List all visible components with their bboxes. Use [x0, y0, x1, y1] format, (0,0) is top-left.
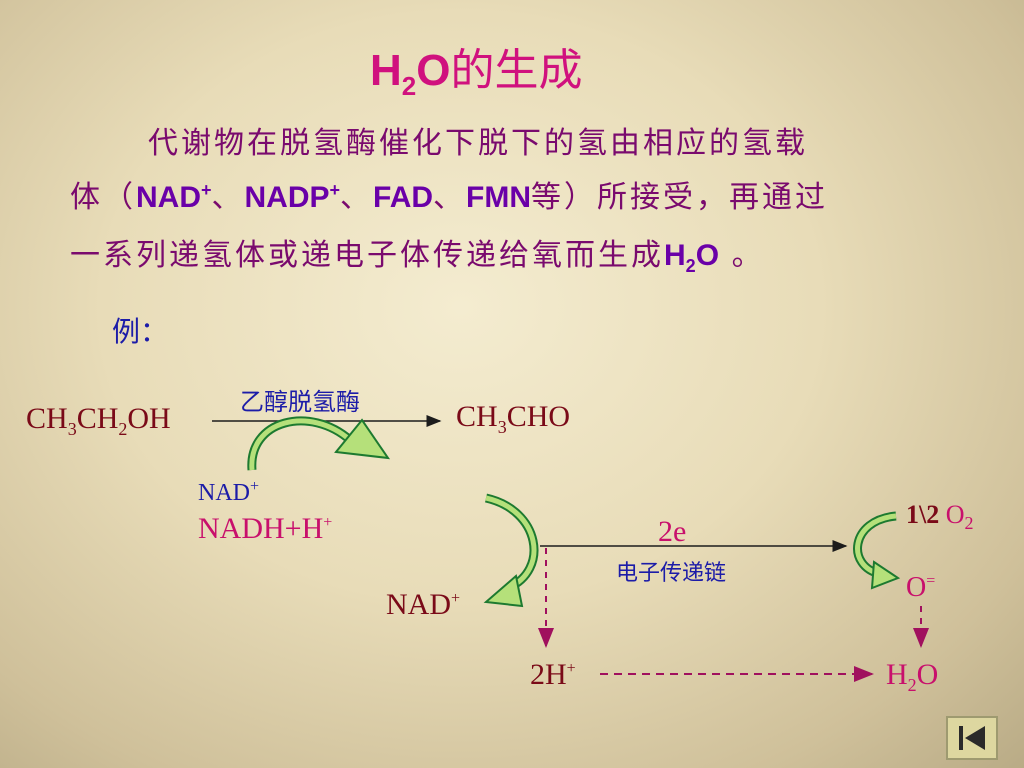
slide-title: H2O的生成: [370, 34, 582, 102]
half-oxygen-label: 1\2 O2: [906, 500, 974, 534]
ethanol-formula: CH3CH2OH: [26, 402, 171, 439]
nad-term: NAD+: [136, 180, 212, 214]
title-formula: H2O: [370, 46, 451, 101]
nadp-term: NADP+: [244, 180, 341, 214]
first-slide-button[interactable]: [946, 716, 998, 760]
first-slide-icon: [959, 726, 985, 750]
water-label: H2O: [886, 658, 939, 695]
acetaldehyde-formula: CH3CHO: [456, 400, 571, 437]
nad-input: NAD+: [198, 478, 260, 506]
fmn-term: FMN: [466, 181, 532, 214]
fad-term: FAD: [373, 181, 434, 214]
paragraph-line-3: 一系列递氢体或递电子体传递给氧而生成H2O 。: [70, 238, 765, 276]
electrons-label: 2e: [658, 515, 687, 548]
water-term: H2O: [664, 239, 720, 276]
protons-label: 2H+: [530, 658, 576, 691]
nadh-label: NADH+H+: [198, 512, 333, 545]
paragraph-line-2: 体（NAD+、NADP+、FAD、FMN等）所接受，再通过: [70, 180, 829, 215]
curved-arrow-1: [247, 416, 391, 471]
electron-chain-label: 电子传递链: [616, 561, 727, 586]
oxide-ion-label: O=: [906, 572, 936, 603]
title-text: 的生成: [450, 46, 583, 95]
curved-arrow-2: [483, 493, 539, 608]
enzyme-label: 乙醇脱氢酶: [240, 388, 360, 416]
curved-arrow-3: [853, 511, 901, 590]
example-label: 例：: [112, 315, 169, 348]
nad-output: NAD+: [386, 588, 461, 621]
paragraph-line-1: 代谢物在脱氢酶催化下脱下的氢由相应的氢载: [148, 126, 808, 161]
